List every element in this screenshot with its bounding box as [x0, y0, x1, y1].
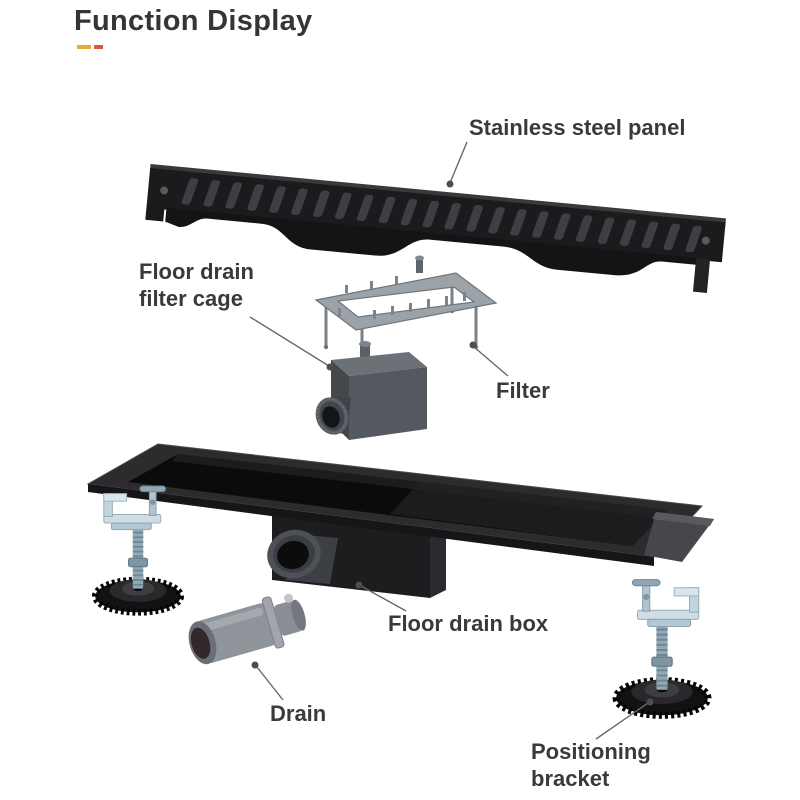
- positioning-bracket-left-part: [95, 486, 181, 612]
- floor-drain-filter-cage-part: [315, 341, 427, 440]
- title-underline: [77, 45, 103, 49]
- label-stainless-steel-panel: Stainless steel panel: [469, 115, 686, 140]
- label-floor-drain-filter-cage-line1: Floor drain: [139, 259, 254, 284]
- label-positioning-bracket-line1: Positioning: [531, 739, 651, 764]
- leader-lines: [249, 141, 649, 740]
- leader-dots: [251, 180, 654, 706]
- label-filter: Filter: [496, 378, 550, 403]
- label-floor-drain-box: Floor drain box: [388, 611, 549, 636]
- label-floor-drain-filter-cage-line2: filter cage: [139, 286, 243, 311]
- underline-red-dash: [94, 45, 103, 49]
- filter-part: [314, 255, 498, 366]
- page-title: Function Display: [74, 5, 313, 37]
- positioning-bracket-right-part: [616, 580, 708, 716]
- stainless-steel-panel-part: [145, 164, 726, 293]
- label-positioning-bracket: Positioning bracket: [531, 738, 651, 792]
- label-floor-drain-filter-cage: Floor drain filter cage: [139, 258, 254, 312]
- underline-orange-dash: [77, 45, 91, 49]
- label-drain: Drain: [270, 701, 327, 726]
- drain-part: [188, 593, 306, 665]
- label-positioning-bracket-line2: bracket: [531, 766, 610, 791]
- floor-drain-box-part: [86, 443, 714, 598]
